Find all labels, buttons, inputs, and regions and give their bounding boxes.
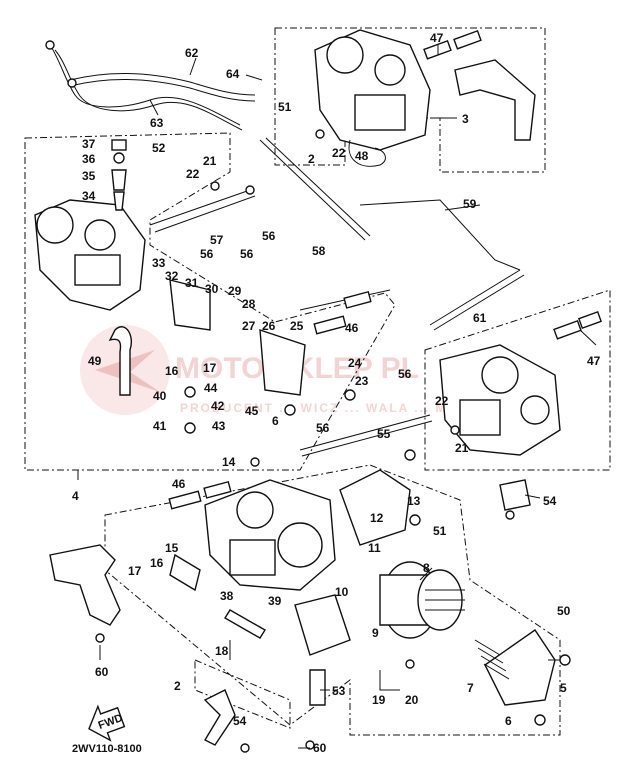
callout-28: 28	[242, 297, 256, 311]
callout-51-bottom: 51	[433, 524, 447, 538]
group-outlines	[24, 27, 611, 736]
callout-43: 43	[212, 419, 226, 433]
callout-49: 49	[88, 354, 102, 368]
top-cap	[474, 629, 556, 706]
callout-64: 64	[226, 67, 240, 81]
carburetor-right	[439, 344, 561, 456]
callout-39: 39	[268, 594, 282, 608]
carburetor-bottom	[204, 469, 411, 591]
callout-46-mid: 46	[345, 321, 359, 335]
callout-2-bottom: 2	[174, 679, 181, 693]
callout-62: 62	[185, 46, 199, 60]
hose-49	[108, 326, 132, 396]
callout-9: 9	[372, 626, 379, 640]
callout-22-top: 22	[332, 146, 346, 160]
callout-2-top: 2	[308, 152, 315, 166]
diagram-code: 2WV110-8100	[72, 743, 142, 755]
callout-59: 59	[463, 197, 477, 211]
callout-30: 30	[205, 282, 219, 296]
callout-58: 58	[312, 244, 326, 258]
callout-46-bottom: 46	[172, 477, 186, 491]
callout-3: 3	[462, 112, 469, 126]
callout-29: 29	[228, 284, 242, 298]
callout-17-bottom: 17	[128, 564, 142, 578]
callout-47-top: 47	[430, 31, 444, 45]
callout-6-bottom: 6	[505, 714, 512, 728]
callout-37: 37	[82, 137, 96, 151]
callout-55: 55	[377, 427, 391, 441]
callout-48: 48	[355, 149, 369, 163]
callout-36: 36	[82, 152, 96, 166]
callout-51-top: 51	[278, 100, 292, 114]
callout-35: 35	[82, 169, 96, 183]
callout-53: 53	[332, 684, 346, 698]
callout-56-b: 56	[240, 247, 254, 261]
fuel-hoses	[45, 40, 256, 131]
fwd-arrow: FWD	[88, 704, 126, 742]
callout-56-e: 56	[316, 421, 330, 435]
callout-22-right: 22	[435, 394, 449, 408]
callout-23: 23	[355, 374, 369, 388]
callout-60-left: 60	[95, 665, 109, 679]
callout-27: 27	[242, 319, 256, 333]
callout-19: 19	[372, 693, 386, 707]
short-hoses	[168, 29, 603, 510]
callout-11: 11	[368, 541, 381, 555]
callout-15: 15	[165, 541, 179, 555]
watermark-subtitle: PRODUCENT ... WICZ ... WALA ... MAHA	[180, 401, 480, 415]
callout-21-left: 21	[203, 154, 217, 168]
callout-7: 7	[467, 681, 474, 695]
callout-33: 33	[152, 256, 166, 270]
callout-13: 13	[407, 494, 421, 508]
callout-34: 34	[82, 189, 96, 203]
callout-52: 52	[152, 141, 166, 155]
callouts: 62 64 63 47 3 51 2 22 48 37 36 35 34 52 …	[72, 31, 601, 755]
callout-5: 5	[560, 681, 567, 695]
callout-44: 44	[204, 381, 218, 395]
callout-6-mid: 6	[272, 414, 279, 428]
leader-lines	[77, 44, 597, 749]
callout-57: 57	[210, 233, 224, 247]
callout-12: 12	[370, 511, 384, 525]
callout-38: 38	[220, 589, 234, 603]
callout-22-left: 22	[186, 167, 200, 181]
callout-20: 20	[405, 693, 419, 707]
callout-18: 18	[215, 644, 229, 658]
callout-24: 24	[348, 356, 362, 370]
callout-16-bottom: 16	[150, 556, 164, 570]
callout-42: 42	[211, 399, 225, 413]
callout-56-d: 56	[398, 367, 412, 381]
callout-61: 61	[473, 311, 487, 325]
diaphragm-assembly	[379, 561, 465, 639]
fittings	[95, 129, 571, 753]
callout-56-a: 56	[262, 229, 276, 243]
callout-25: 25	[290, 319, 304, 333]
callout-31: 31	[185, 276, 199, 290]
brackets	[49, 59, 536, 746]
callout-63: 63	[150, 116, 164, 130]
callout-10: 10	[335, 585, 349, 599]
callout-40: 40	[153, 389, 167, 403]
callout-47-right: 47	[587, 354, 601, 368]
callout-16-left: 16	[165, 364, 179, 378]
callout-60-bottom: 60	[313, 741, 327, 755]
carburetor-left	[34, 199, 146, 311]
callout-54-right: 54	[543, 494, 557, 508]
callout-17-left: 17	[203, 361, 217, 375]
callout-21-right: 21	[455, 441, 469, 455]
callout-26: 26	[262, 319, 276, 333]
callout-56-c: 56	[200, 247, 214, 261]
callout-50: 50	[557, 604, 571, 618]
callout-14: 14	[222, 455, 236, 469]
callout-8: 8	[423, 561, 430, 575]
callout-54-bottom: 54	[233, 714, 247, 728]
callout-41: 41	[153, 419, 167, 433]
callout-45: 45	[245, 404, 259, 418]
callout-32: 32	[165, 269, 179, 283]
callout-4: 4	[72, 489, 79, 503]
carburetor-top	[314, 29, 431, 167]
